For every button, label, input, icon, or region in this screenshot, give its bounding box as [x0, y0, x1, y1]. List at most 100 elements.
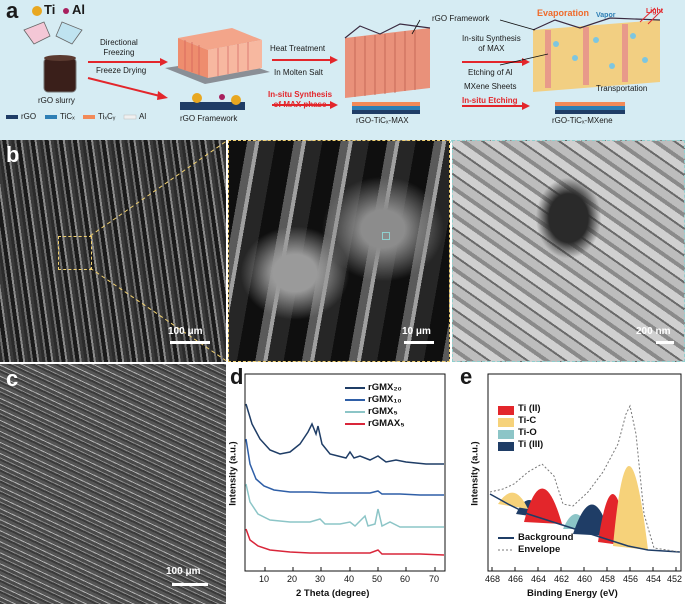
xps-xtick-460: 460: [577, 574, 593, 584]
xps-xtick-468: 468: [485, 574, 501, 584]
mxene-block: [533, 20, 660, 92]
max-block: [345, 28, 430, 98]
xrd-xtick-40: 40: [344, 574, 355, 584]
legend-label-tixcy: TiₓCᵧ: [98, 112, 116, 121]
panel-letter-e: e: [460, 364, 473, 389]
xps-xtick-464: 464: [531, 574, 547, 584]
rgo-tic-max-label: rGO-TiCₓ-MAX: [356, 116, 409, 125]
xps-legend-ti-iii: Ti (III): [518, 439, 544, 450]
xrd-xtick-70: 70: [429, 574, 440, 584]
insitu-etching-label: In-situ Etching: [462, 96, 518, 105]
arrow-freeze-drying: [87, 77, 161, 97]
xrd-xtick-60: 60: [400, 574, 411, 584]
xrd-trace-rgmx5: [245, 483, 444, 528]
legend-label-rgo: rGO: [21, 112, 37, 121]
etching-al-label: Etching of Al: [468, 68, 513, 77]
xps-background-label: Background: [518, 532, 574, 543]
al-ball-icon: [63, 8, 69, 14]
panel-letter-b: b: [6, 142, 20, 167]
rgo-framework-callout: rGO Framework: [432, 14, 490, 23]
xrd-legend-rgmx20: rGMX₂₀: [368, 382, 402, 393]
scalebar-label-b2: 10 μm: [402, 326, 431, 337]
xps-xtick-456: 456: [623, 574, 639, 584]
xps-background: [489, 493, 681, 553]
scalebar-label-b1: 100 μm: [168, 326, 203, 337]
zoom-box-b2: [382, 232, 390, 240]
xrd-trace-rgmx20: [245, 403, 444, 465]
xrd-xtick-20: 20: [287, 574, 298, 584]
zoom-box-b1: [58, 236, 92, 270]
legend-swatch-al: [123, 114, 137, 120]
xps-xtick-452: 452: [667, 574, 683, 584]
ti-ball-icon: [32, 6, 42, 16]
slurry-label: rGO slurry: [38, 96, 75, 105]
rgo-tic-mxene-label: rGO-TiCₓ-MXene: [552, 116, 613, 125]
beaker-left-icon: [23, 21, 51, 45]
scheme-graphics: [6, 6, 663, 120]
vapor-label: Vapor: [596, 12, 616, 19]
xps-ylabel: Intensity (a.u.): [469, 441, 481, 506]
scalebar-label-b3: 200 nm: [636, 326, 671, 337]
xrd-xtick-10: 10: [259, 574, 270, 584]
xrd-xlabel: 2 Theta (degree): [296, 588, 370, 599]
panel-letter-d: d: [230, 364, 244, 389]
xps-legend-ti-o: Ti-O: [518, 427, 537, 438]
xps-xtick-462: 462: [554, 574, 570, 584]
legend-label-al: Al: [139, 112, 147, 121]
framework-bar: [180, 102, 245, 110]
xps-chart: [487, 373, 682, 572]
panel-letter-c: c: [6, 366, 19, 391]
molten-salt-label: In Molten Salt: [274, 68, 323, 77]
xrd-ylabel: Intensity (a.u.): [227, 441, 239, 506]
insitu-max-red-label: In-situ Synthesis of MAX phase: [268, 90, 333, 109]
freeze-drying-label: Freeze Drying: [96, 66, 147, 75]
xrd-chart: [244, 373, 446, 572]
light-label: Light: [646, 8, 664, 15]
xps-envelope: [489, 404, 681, 553]
legend-swatch-tixcy: [83, 115, 95, 119]
xrd-xtick-50: 50: [372, 574, 383, 584]
rgo-framework-bottom-label: rGO Framework: [180, 114, 238, 123]
mxene-sheets-label: MXene Sheets: [464, 82, 517, 91]
sem-image-mid-mag: [228, 140, 450, 362]
sem-image-high-mag: [452, 140, 685, 362]
slurry-jar-icon: [43, 57, 77, 93]
xrd-legend-rgmx5: rGMX₅: [368, 406, 398, 417]
evaporation-label: Evaporation: [537, 8, 590, 18]
heat-treatment-label: Heat Treatment: [270, 44, 326, 53]
xps-peak-tic-high: [613, 465, 648, 550]
legend-swatch-tic: [45, 115, 57, 119]
xps-xtick-454: 454: [646, 574, 662, 584]
xps-xtick-466: 466: [508, 574, 524, 584]
insitu-max-black-label: In-situ Synthesis of MAX: [462, 34, 521, 53]
xrd-legend-lines: [345, 387, 365, 425]
sem-image-surface: [0, 364, 226, 604]
scalebar-label-c: 100 μm: [166, 566, 201, 577]
al-label: Al: [72, 2, 85, 17]
xrd-trace-rgmax5: [245, 528, 445, 556]
xps-envelope-label: Envelope: [518, 544, 561, 555]
xps-legend-ti-ii: Ti (II): [518, 403, 541, 414]
mxene-bar: [555, 102, 625, 106]
xrd-legend-rgmax5: rGMAX₅: [368, 418, 405, 429]
transportation-label: Transportation: [596, 84, 648, 93]
xps-legend-ti-c: Ti-C: [518, 415, 537, 426]
xps-xlabel: Binding Energy (eV): [527, 588, 618, 599]
panel-letter-a: a: [6, 0, 19, 23]
beaker-right-icon: [55, 21, 83, 45]
max-bar: [352, 102, 420, 106]
xps-xtick-458: 458: [600, 574, 616, 584]
legend-label-tic: TiCₓ: [60, 112, 75, 121]
xps-peak-tic-low: [498, 492, 528, 509]
directional-freezing-label: Directional Freezing: [100, 38, 138, 57]
scalebar-b2: [404, 341, 434, 344]
xrd-trace-rgmx10: [245, 438, 444, 496]
scalebar-b1: [170, 341, 210, 344]
scalebar-c: [172, 583, 208, 586]
xrd-xtick-30: 30: [315, 574, 326, 584]
xrd-legend-rgmx10: rGMX₁₀: [368, 394, 402, 405]
ti-label: Ti: [44, 2, 56, 17]
sem-image-low-mag: [0, 140, 226, 362]
legend-swatch-rgo: [6, 115, 18, 119]
scalebar-b3: [656, 341, 674, 344]
